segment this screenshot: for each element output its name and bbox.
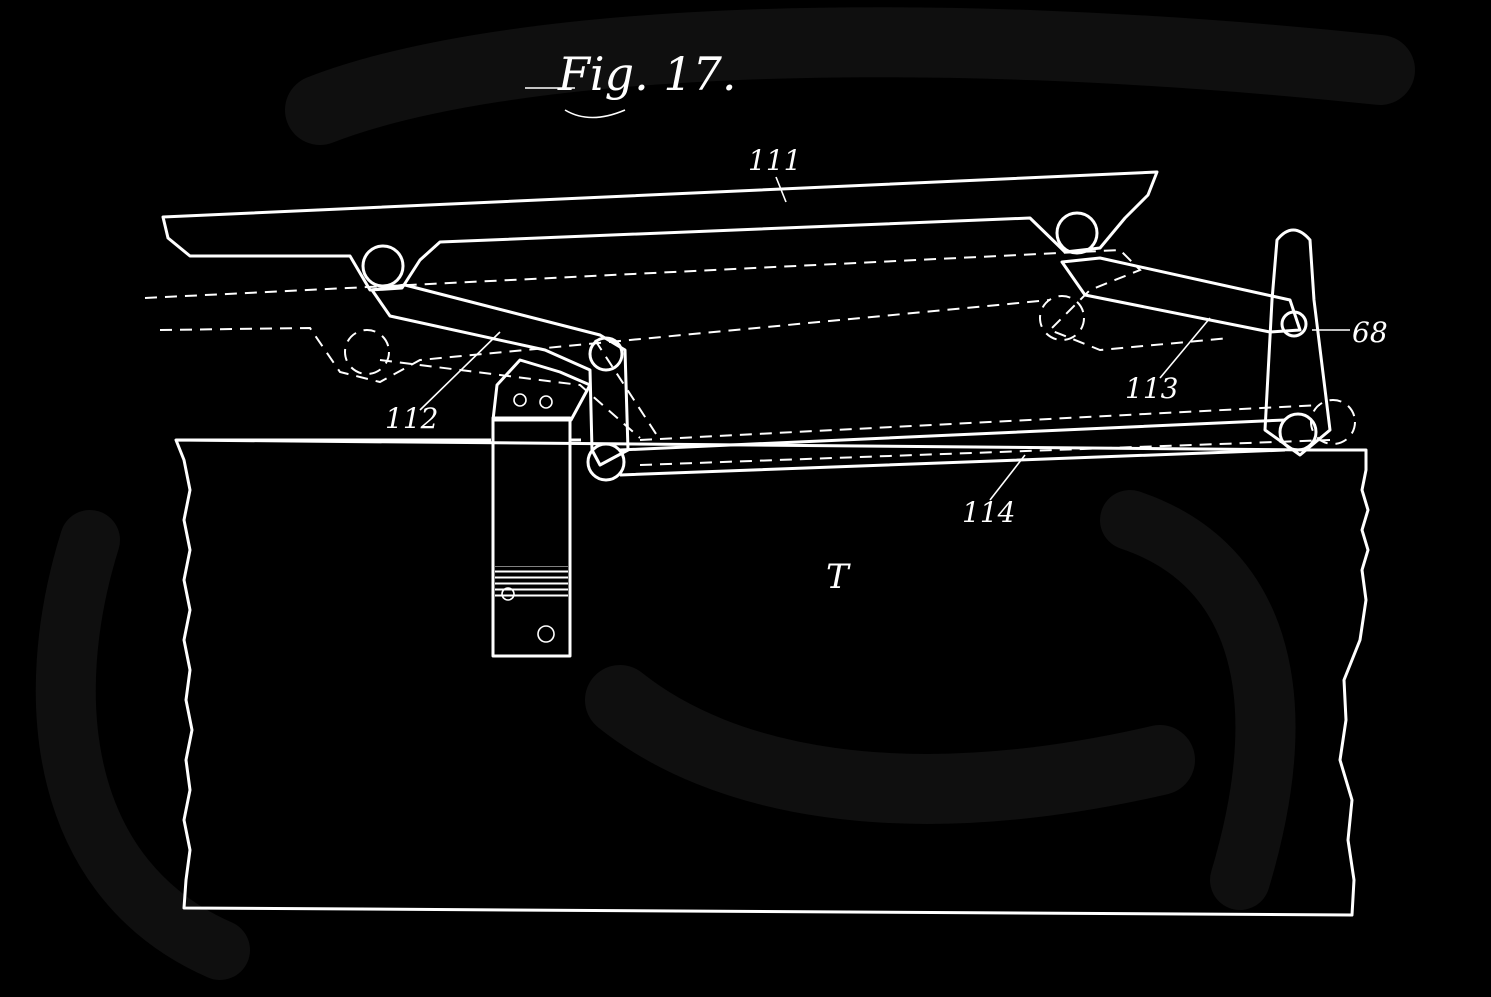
bracket-rivet-2 bbox=[539, 395, 553, 409]
label-112: 112 bbox=[385, 402, 438, 435]
link-112-pivot-bottom bbox=[586, 442, 626, 482]
alternate-position-dashed bbox=[144, 248, 1356, 466]
leader-112 bbox=[419, 331, 501, 411]
label-111: 111 bbox=[748, 144, 801, 177]
link-113-body bbox=[1060, 256, 1302, 334]
post-68-pivot-bottom bbox=[1278, 412, 1318, 452]
bracket-body bbox=[491, 416, 572, 658]
bracket-screw-1 bbox=[501, 587, 515, 601]
link-112-lowered bbox=[379, 339, 661, 441]
link-114-body bbox=[619, 418, 1286, 477]
pivot-lowered-end bbox=[1310, 399, 1356, 445]
label-68: 68 bbox=[1352, 316, 1388, 349]
link-112-pivot-top bbox=[588, 336, 624, 372]
link-113 bbox=[1060, 256, 1302, 334]
bar-111 bbox=[161, 170, 1159, 292]
pivot-lowered-left bbox=[344, 329, 390, 375]
bar-111-lowered bbox=[144, 248, 1231, 384]
bar-111-pivot-left bbox=[361, 244, 405, 288]
bar-111-pivot-right bbox=[1055, 211, 1099, 255]
leader-lines bbox=[419, 176, 1350, 501]
figure-title: Fig. 17. bbox=[557, 47, 736, 101]
table-outline bbox=[174, 438, 1370, 917]
bracket-rivet-1 bbox=[513, 393, 527, 407]
leader-111 bbox=[775, 176, 787, 203]
link-114 bbox=[619, 418, 1286, 477]
label-114: 114 bbox=[962, 496, 1015, 529]
leader-113 bbox=[1159, 317, 1211, 379]
bar-111-body bbox=[161, 170, 1159, 292]
scan-smudges bbox=[35, 7, 1415, 980]
post-68-pivot-top bbox=[1280, 310, 1308, 338]
bracket bbox=[491, 358, 592, 658]
pivot-lowered-right bbox=[1039, 295, 1085, 341]
bracket-top-plate bbox=[491, 358, 592, 422]
table-t bbox=[174, 438, 1370, 917]
leader-114 bbox=[989, 454, 1026, 501]
label-table-t: T bbox=[826, 557, 851, 597]
post-68 bbox=[1263, 228, 1332, 457]
bracket-screw-2 bbox=[537, 625, 555, 643]
label-113: 113 bbox=[1125, 372, 1178, 405]
title-flourish bbox=[525, 87, 626, 119]
link-114-lowered bbox=[639, 404, 1331, 466]
bracket-hatched-band bbox=[495, 566, 568, 600]
